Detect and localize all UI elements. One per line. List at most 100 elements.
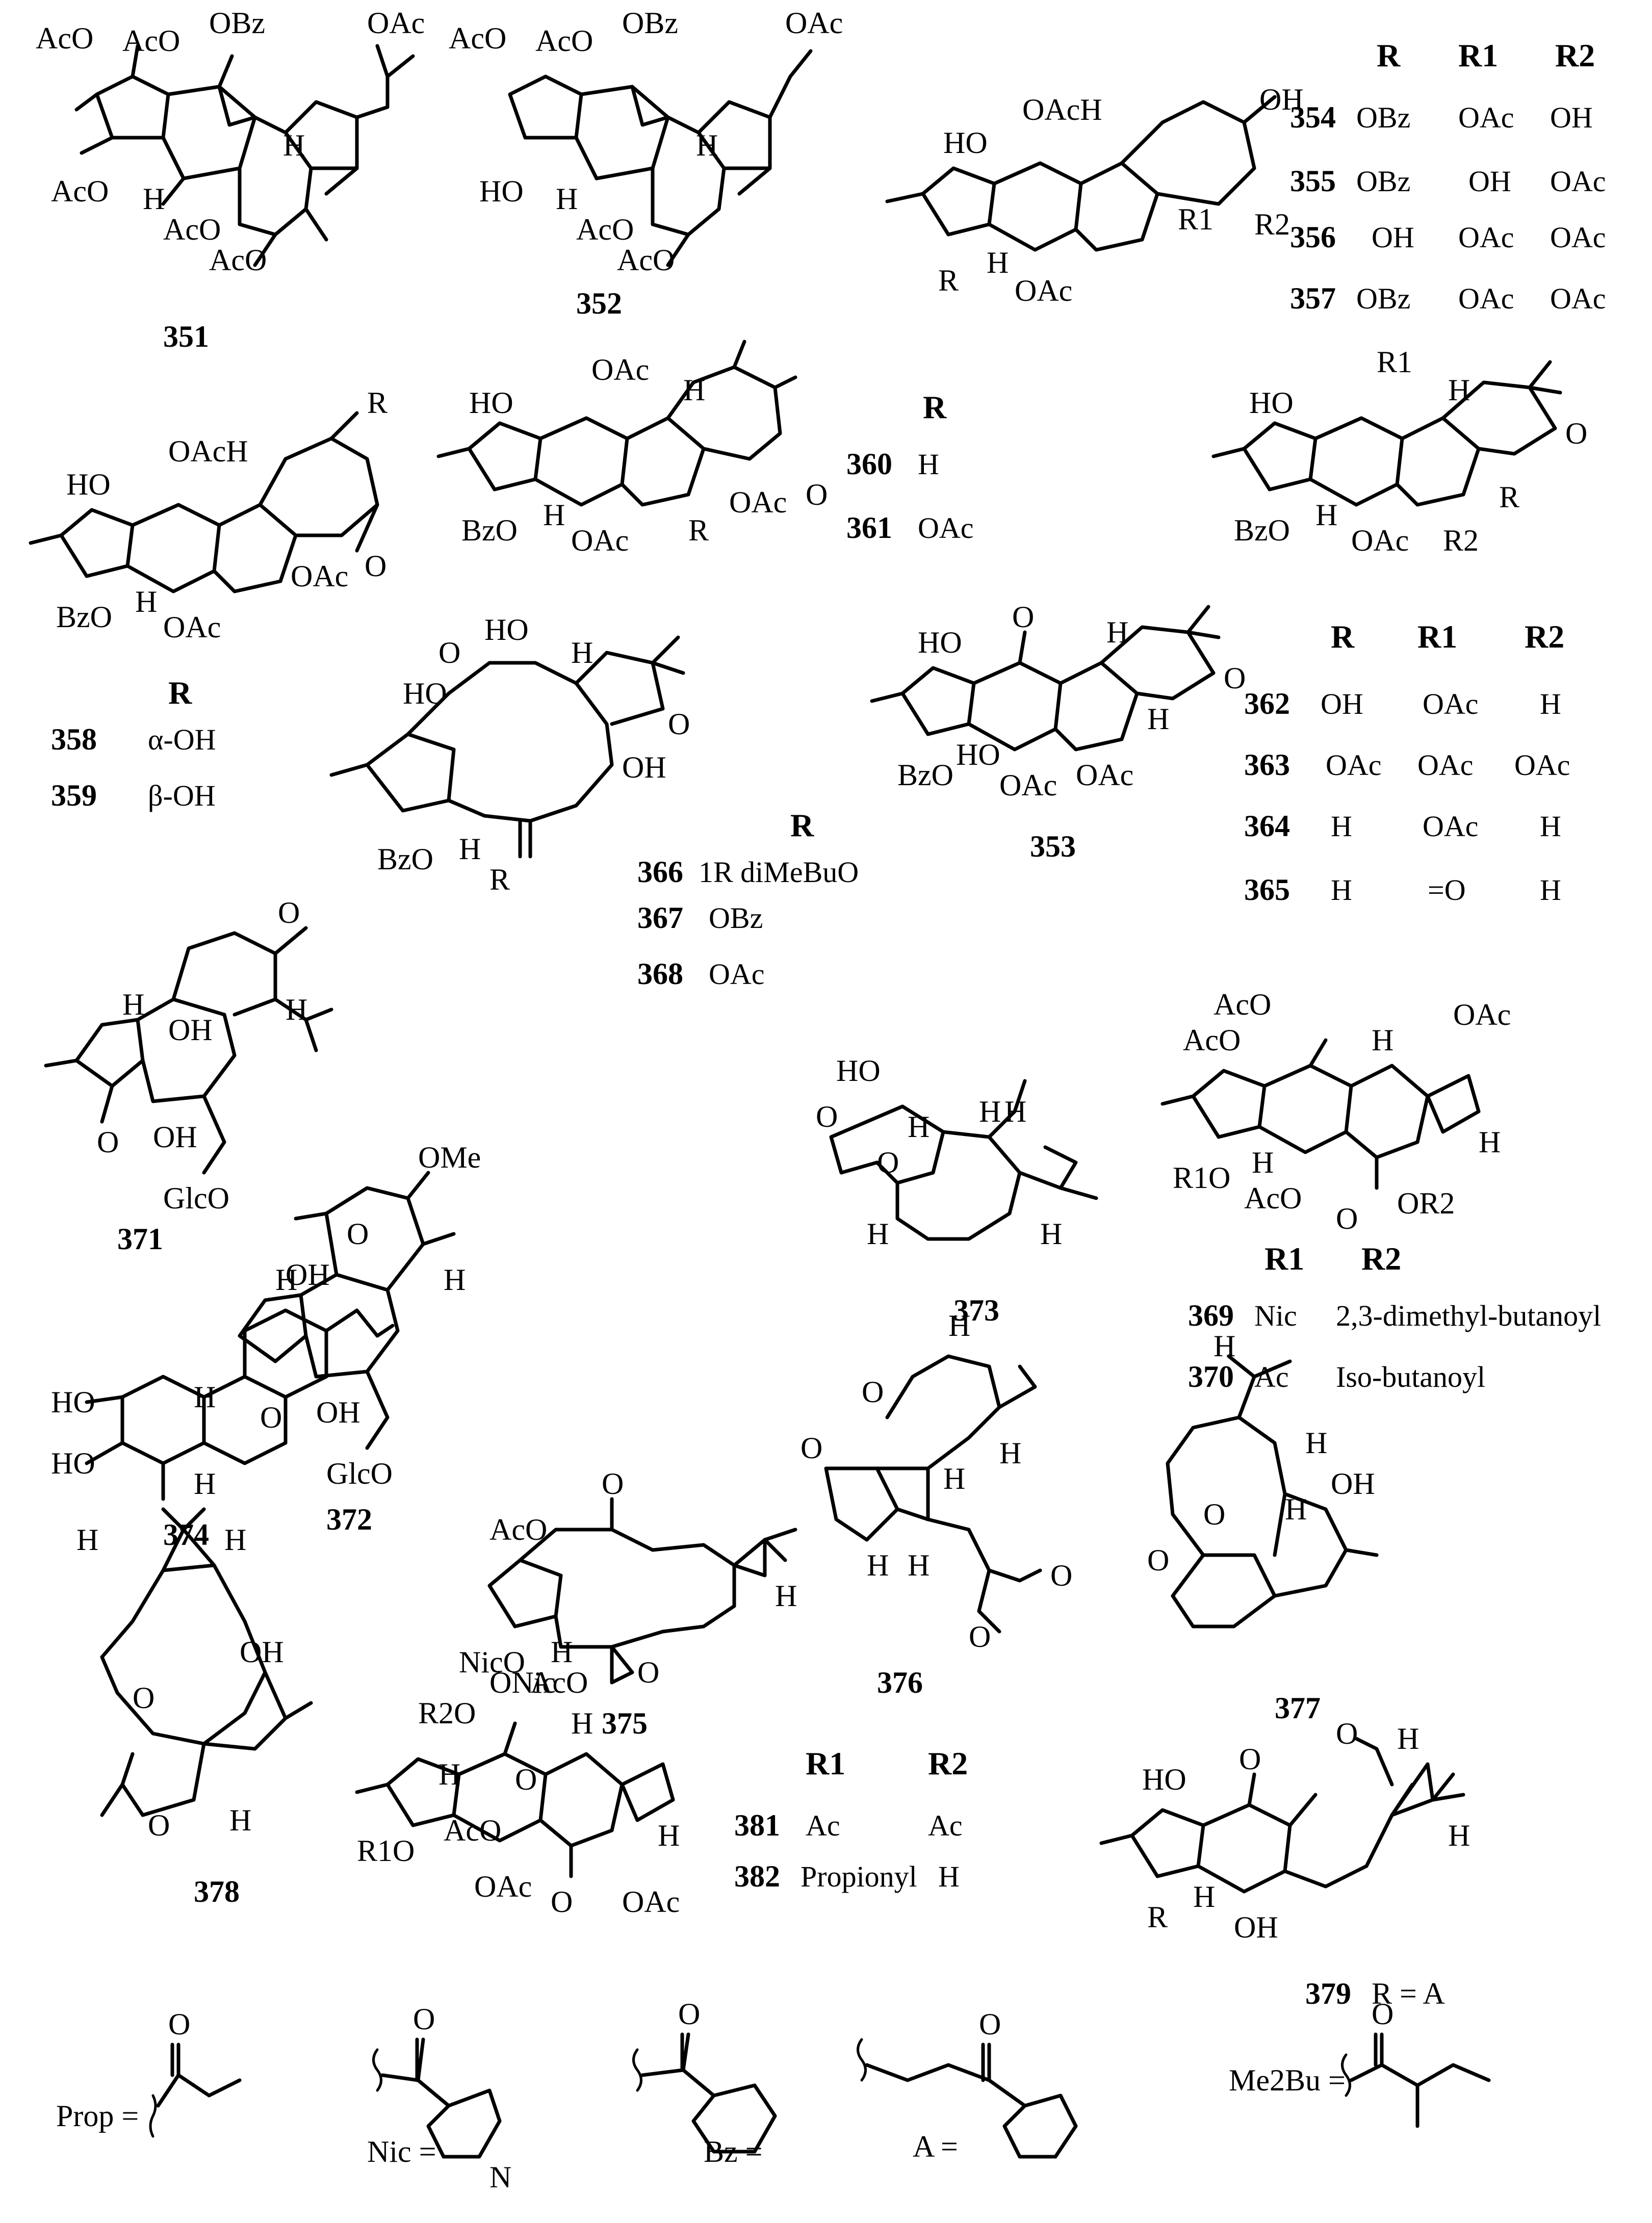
row-id: 365 xyxy=(1244,873,1290,907)
label: OH xyxy=(168,1013,213,1047)
row-id: 361 xyxy=(846,511,892,545)
compound-353: HO O H BzO HO OAc OAc H O 353 xyxy=(870,600,1246,863)
row-id: 354 xyxy=(1290,100,1336,134)
cell: OAc xyxy=(918,511,974,545)
label: O xyxy=(1050,1559,1072,1592)
label: AcO xyxy=(122,24,180,58)
cell: H xyxy=(1331,810,1352,843)
label: R1 xyxy=(1377,345,1412,379)
table-header: R xyxy=(168,675,192,711)
cell: α-OH xyxy=(148,723,216,756)
cell: 1R diMeBuO xyxy=(699,856,859,889)
label: H xyxy=(543,498,565,532)
compound-375: O AcO H NicO H AcO O 375 xyxy=(459,1467,797,1740)
label: AcO xyxy=(530,1666,588,1699)
cell: OAc xyxy=(1514,748,1570,782)
label: AcO xyxy=(209,243,267,277)
label: HO xyxy=(469,386,513,420)
label: AcO xyxy=(36,21,93,55)
cell: H xyxy=(1540,687,1561,720)
legend-nic: Nic = O N xyxy=(367,2002,511,2194)
cell: OAc xyxy=(1423,687,1479,720)
label: H xyxy=(979,1095,1001,1128)
label: OH xyxy=(316,1395,360,1429)
compound-351: AcO AcO OBz OAc AcO H H AcO AcO 351 xyxy=(36,6,425,353)
row-id: 364 xyxy=(1244,809,1290,843)
label: H xyxy=(943,1462,965,1495)
label: O xyxy=(1012,600,1034,634)
label: AcO xyxy=(51,174,109,208)
label: AcO xyxy=(535,24,593,58)
label: O xyxy=(515,1763,537,1796)
label: O xyxy=(1336,1717,1358,1750)
label: OH xyxy=(1331,1467,1375,1501)
cell: H xyxy=(1540,873,1561,907)
compound-number: 373 xyxy=(953,1294,999,1327)
label: R xyxy=(938,264,959,297)
legend-atom: O xyxy=(413,2002,435,2036)
label: OH xyxy=(240,1635,284,1669)
label: HO xyxy=(66,468,111,501)
label: H xyxy=(1305,1426,1327,1460)
compound-354-scaffold: HO OAcH OH R H OAc R1 R2 xyxy=(885,83,1304,307)
label: O xyxy=(260,1401,282,1434)
label: H xyxy=(999,1436,1021,1470)
cell: OH xyxy=(1468,165,1511,198)
row-id: 358 xyxy=(51,722,97,756)
label: H xyxy=(135,585,157,618)
compound-number: 378 xyxy=(194,1875,240,1908)
legend-a: A = O xyxy=(857,2007,1078,2163)
cell: OAc xyxy=(1458,282,1514,315)
label: BzO xyxy=(1234,513,1290,547)
label: R2 xyxy=(1443,524,1479,557)
label: O xyxy=(133,1681,154,1715)
compound-number: 351 xyxy=(163,320,209,353)
label: OAc xyxy=(729,485,787,519)
row-id: 370 xyxy=(1188,1360,1234,1393)
label: HO xyxy=(1249,386,1294,420)
label: AcO xyxy=(449,21,506,55)
label: H xyxy=(194,1380,216,1414)
label: BzO xyxy=(56,600,112,634)
label: O xyxy=(148,1808,170,1842)
label: R xyxy=(688,513,709,547)
label: OAc xyxy=(163,610,221,644)
cell: OBz xyxy=(1356,165,1410,198)
table-header: R2 xyxy=(1361,1240,1401,1277)
label: OH xyxy=(286,1258,330,1291)
label: H xyxy=(1106,615,1128,649)
label: O xyxy=(801,1431,822,1465)
label: OH xyxy=(1234,1910,1278,1944)
label: OBz xyxy=(209,6,265,40)
label: O xyxy=(278,896,300,929)
label: OAcH xyxy=(168,434,248,468)
label: O xyxy=(969,1620,991,1653)
table-354-357: R R1 R2 354 OBz OAc OH 355 OBz OH OAc 35… xyxy=(1290,37,1606,315)
compound-caption: R = A xyxy=(1372,1977,1445,2010)
label: ONic xyxy=(489,1666,556,1699)
label: AcO xyxy=(489,1513,547,1546)
label: H xyxy=(1315,498,1337,532)
label: OAc xyxy=(367,6,425,40)
compound-number: 375 xyxy=(602,1707,648,1740)
label: HO xyxy=(956,738,1000,771)
table-header: R2 xyxy=(1555,37,1595,73)
row-id: 356 xyxy=(1290,220,1336,254)
cell: Iso-butanoyl xyxy=(1336,1360,1485,1393)
label: OH xyxy=(1259,83,1304,116)
label: H xyxy=(551,1635,573,1669)
compound-374: OH HO HO H H 374 xyxy=(51,1258,395,1552)
legend-atom: O xyxy=(678,1997,700,2031)
label: AcO xyxy=(1183,1023,1241,1057)
label: O xyxy=(637,1656,659,1689)
compound-number: 371 xyxy=(117,1222,163,1256)
label: AcO xyxy=(576,213,634,246)
label: HO xyxy=(51,1446,95,1480)
label: O xyxy=(365,549,386,583)
label: OH xyxy=(622,751,666,784)
compound-371: O H OH H O OH GlcO 371 xyxy=(44,896,333,1256)
cell: Propionyl xyxy=(801,1860,917,1893)
label: H xyxy=(1479,1125,1501,1159)
compound-362-scaffold: HO R1 H BzO H OAc R2 R O xyxy=(1211,345,1587,557)
table-header: R xyxy=(1377,37,1401,73)
